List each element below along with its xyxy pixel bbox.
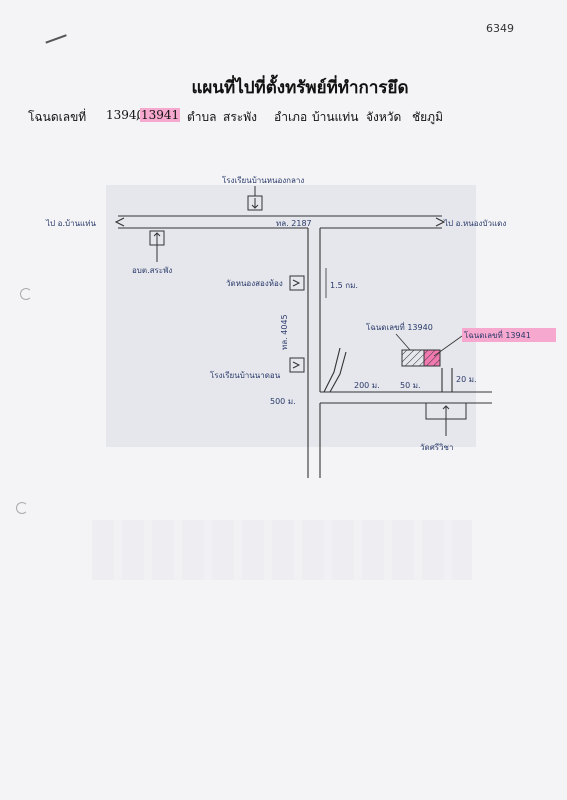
label-50m: 50 ม. — [400, 381, 421, 390]
label-temple: วัดหนองสองห้อง — [226, 279, 283, 288]
deed-number-a: 13940 — [106, 108, 145, 122]
branch-road-right — [329, 351, 347, 393]
tambon-label: ตำบล — [187, 110, 217, 124]
label-subdistrict-office: อบต.สระพัง — [132, 266, 172, 275]
province-label: จังหวัด — [366, 110, 402, 124]
deed-number-b: 13941 — [140, 108, 181, 122]
label-top-school: โรงเรียนบ้านหนองกลาง — [222, 175, 304, 185]
label-bottom-temple: วัดศรีวิชา — [420, 443, 453, 452]
province-value: ชัยภูมิ — [412, 110, 443, 124]
down-arrow-icon-head — [251, 204, 259, 209]
label-distance-1-5km: 1.5 กม. — [330, 281, 358, 290]
page-title: แผนที่ไปที่ตั้งทรัพย์ที่ทำการยึด — [191, 78, 409, 98]
branch-road-left — [323, 347, 341, 393]
label-school-bottom: โรงเรียนบ้านนาดอน — [210, 370, 281, 380]
amphoe-value: บ้านแท่น — [312, 110, 359, 124]
label-200m: 200 ม. — [354, 381, 380, 390]
label-deed-13940: โฉนดเลขที่ 13940 — [366, 321, 433, 332]
pointer-13941 — [433, 335, 463, 357]
label-left-destination: ไป อ.บ้านแท่น — [45, 219, 96, 228]
deed-number-sep: , — [136, 108, 140, 122]
school-bottom-marker-box — [289, 357, 305, 373]
label-highway: ทล. 2187 — [276, 219, 312, 228]
punch-hole — [20, 288, 32, 300]
tambon-value: สระพัง — [223, 110, 257, 124]
page-number: 6349 — [486, 22, 514, 35]
arrow-right-icon — [435, 217, 446, 227]
deed-label: โฉนดเลขที่ — [28, 110, 87, 124]
label-20m: 20 ม. — [456, 375, 477, 384]
label-route-4045: ทล. 4045 — [280, 314, 289, 350]
parcel-13941 — [423, 349, 441, 367]
punch-hole — [16, 502, 28, 514]
arrow-left-icon — [114, 217, 125, 227]
temple-marker-box — [289, 275, 305, 291]
parcel-13940 — [401, 349, 425, 367]
label-500m: 500 ม. — [270, 397, 296, 406]
label-deed-13941: โฉนดเลขที่ 13941 — [464, 329, 531, 340]
highlight-13941 — [462, 328, 556, 342]
up-arrow-icon-head — [442, 405, 450, 410]
amphoe-label: อำเภอ — [274, 110, 308, 124]
right-arrow-icon — [292, 361, 301, 369]
faint-ghost-text — [92, 520, 472, 580]
pointer-13940 — [395, 333, 411, 351]
up-arrow-icon-head — [153, 232, 161, 237]
right-arrow-icon — [292, 279, 301, 287]
label-right-destination: ไป อ.หนองบัวแดง — [443, 219, 506, 228]
